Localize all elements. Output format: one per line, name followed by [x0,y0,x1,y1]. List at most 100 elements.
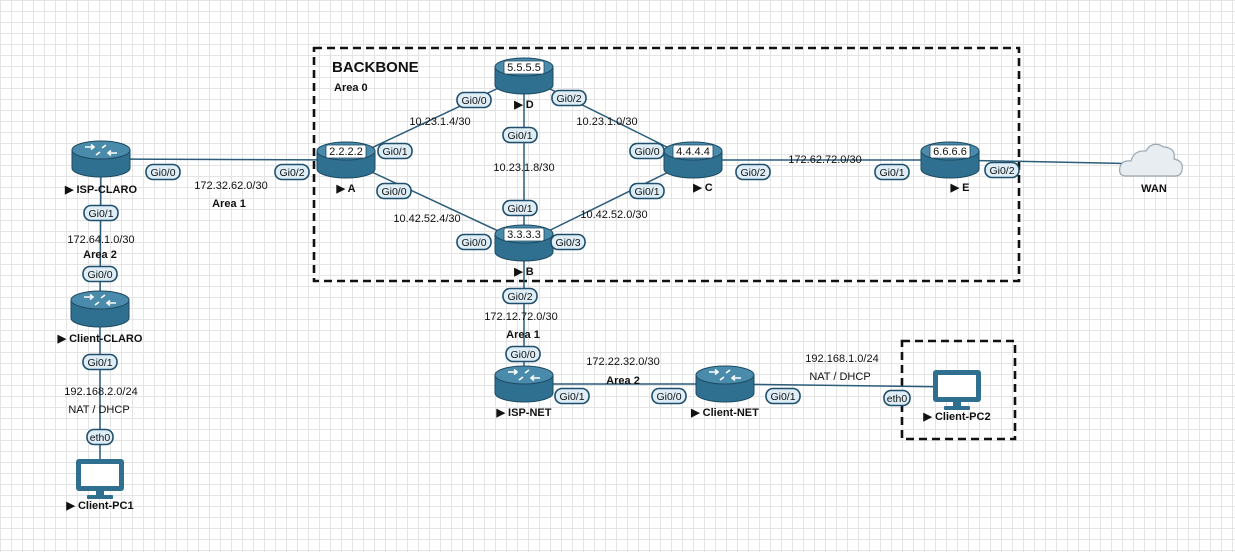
subnet-isp-a: 172.32.62.0/30 [194,180,267,192]
interface-label: Gi0/3 [555,237,580,249]
pc-pc2[interactable]: ▶ Client-PC2 [922,370,991,423]
area-b-isp: Area 1 [506,329,540,341]
interface-e-g01[interactable]: Gi0/1 [874,163,910,181]
router-id-C: 4.4.4.4 [676,146,710,158]
interface-label: Gi0/1 [634,186,659,198]
router-name-client_claro: ▶ Client-CLARO [57,333,143,345]
router-isp-claro[interactable]: ▶ ISP-CLARO [64,140,137,196]
interface-label: Gi0/0 [461,95,486,107]
interface-label: Gi0/1 [879,167,904,179]
interface-labels: Gi0/0Gi0/1Gi0/0Gi0/1eth0Gi0/2Gi0/1Gi0/0G… [82,89,1020,446]
router-b[interactable]: 3.3.3.3 ▶ B [494,224,554,278]
backbone-title: BACKBONE [332,59,419,76]
interface-cn-g00[interactable]: Gi0/0 [651,387,687,405]
interface-ic-g00[interactable]: Gi0/0 [145,163,181,181]
subnet-pc1: 192.168.2.0/24 [64,386,137,398]
router-c[interactable]: 4.4.4.4▶ C [663,141,723,194]
interface-label: Gi0/1 [87,357,112,369]
interface-d-g00[interactable]: Gi0/0 [456,91,492,109]
router-id-B: 3.3.3.3 [507,229,541,241]
router-client-claro[interactable]: ▶ Client-CLARO [57,290,143,345]
interface-c-g00[interactable]: Gi0/0 [629,142,665,160]
pc-name-pc1: ▶ Client-PC1 [65,500,133,512]
link-isp_claro-A [100,158,347,161]
router-isp-net[interactable]: ▶ ISP-NET [494,365,554,419]
interface-label: Gi0/2 [556,93,581,105]
interface-a-g02[interactable]: Gi0/2 [274,163,310,181]
interface-b-g02[interactable]: Gi0/2 [502,287,538,305]
area-isp-a: Area 1 [212,198,246,210]
router-id-D: 5.5.5.5 [507,62,541,74]
interface-label: Gi0/1 [559,391,584,403]
router-name-E: ▶ E [950,182,970,194]
interface-label: Gi0/2 [507,291,532,303]
router-name-D: ▶ D [513,99,534,111]
interface-d-g01[interactable]: Gi0/1 [502,126,538,144]
router-e[interactable]: 6.6.6.6 ▶ E [920,141,980,194]
interface-label: Gi0/0 [150,167,175,179]
interface-b-g01[interactable]: Gi0/1 [502,199,538,217]
interface-a-g01[interactable]: Gi0/1 [377,142,413,160]
subnet-c-b: 10.42.52.0/30 [580,209,647,221]
subnet-d-c: 10.23.1.0/30 [576,116,637,128]
router-name-client_net: ▶ Client-NET [690,407,759,419]
backbone-zone [312,46,1021,283]
link-E-cloud [949,159,1153,165]
interface-label: Gi0/0 [381,186,406,198]
interface-label: Gi0/2 [740,167,765,179]
router-d[interactable]: 5.5.5.5 ▶ D [494,57,554,111]
interface-cc-g01[interactable]: Gi0/1 [82,353,118,371]
router-name-isp_claro: ▶ ISP-CLARO [64,184,137,196]
devices: ▶ ISP-CLARO ▶ Client-CLARO 2.2.2.2 ▶ A 5.5.5… [57,57,1183,512]
router-id-E: 6.6.6.6 [933,146,967,158]
pc2-zone [900,339,1017,441]
link-A-B [345,159,525,244]
interface-label: Gi0/1 [382,146,407,158]
interface-label: Gi0/1 [507,203,532,215]
cloud-icon [1119,143,1183,177]
interface-pc2-eth0[interactable]: eth0 [883,389,911,407]
interface-c-g01[interactable]: Gi0/1 [629,182,665,200]
router-id-A: 2.2.2.2 [329,146,363,158]
subnet-d-b: 10.23.1.8/30 [493,162,554,174]
interface-label: Gi0/0 [461,237,486,249]
interface-in-g00[interactable]: Gi0/0 [505,345,541,363]
router-a[interactable]: 2.2.2.2 ▶ A [316,141,376,195]
router-name-A: ▶ A [335,183,355,195]
interface-label: eth0 [887,393,908,405]
router-name-B: ▶ B [513,266,534,278]
interface-pc1-eth0[interactable]: eth0 [86,428,114,446]
interface-d-g02[interactable]: Gi0/2 [551,89,587,107]
pc-pc1[interactable]: ▶ Client-PC1 [65,459,134,512]
interface-b-g00[interactable]: Gi0/0 [456,233,492,251]
wan-cloud[interactable]: WAN [1119,143,1183,195]
interface-in-g01[interactable]: Gi0/1 [554,387,590,405]
area-isp-cn: Area 2 [606,375,640,387]
link-client_net-pc2 [724,383,958,388]
pc-name-pc2: ▶ Client-PC2 [922,411,990,423]
service-pc1: NAT / DHCP [68,404,129,416]
router-arrows-icon [84,293,116,307]
backbone-area: Area 0 [334,82,368,94]
router-client-net[interactable]: ▶ Client-NET [690,365,759,419]
interface-e-g02[interactable]: Gi0/2 [984,161,1020,179]
interface-label: Gi0/2 [279,167,304,179]
interface-c-g02[interactable]: Gi0/2 [735,163,771,181]
link-isp_claro-client_claro [99,158,102,310]
cloud-name: WAN [1141,183,1167,195]
interface-label: Gi0/0 [510,349,535,361]
interface-label: Gi0/0 [656,391,681,403]
interface-cn-g01[interactable]: Gi0/1 [765,387,801,405]
links [99,75,1153,476]
interface-a-g00[interactable]: Gi0/0 [376,182,412,200]
subnet-isp-cn: 172.22.32.0/30 [586,356,659,368]
link-B-C [523,159,694,244]
interface-b-g03[interactable]: Gi0/3 [550,233,586,251]
subnet-isp-cc: 172.64.1.0/30 [67,234,134,246]
interface-label: eth0 [90,432,111,444]
subnet-a-d: 10.23.1.4/30 [409,116,470,128]
interface-cc-g00[interactable]: Gi0/0 [82,265,118,283]
link-A-D [345,75,525,161]
interface-ic-g01[interactable]: Gi0/1 [83,204,119,222]
interface-label: Gi0/0 [634,146,659,158]
